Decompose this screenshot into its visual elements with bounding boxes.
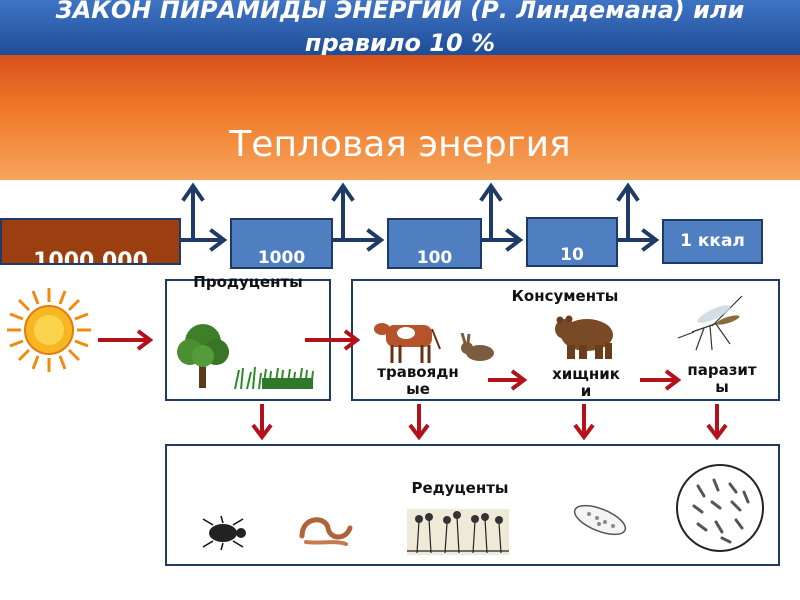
energy-box-5-label: 1 ккал xyxy=(680,231,745,251)
red-arrow-herbivores-predators xyxy=(488,369,528,391)
heat-arrow-up-4 xyxy=(616,182,640,242)
energy-box-2: 1000 ккал xyxy=(230,218,333,269)
flow-arrow-right-4 xyxy=(616,228,660,252)
heat-energy-label: Тепловая энергия xyxy=(229,124,571,165)
consumers-label: Консументы xyxy=(511,287,619,305)
red-arrow-down-2 xyxy=(408,404,430,441)
herbivores-label: травоядные xyxy=(377,364,459,398)
heat-energy-banner xyxy=(0,55,800,180)
red-arrow-sun-producers xyxy=(98,329,154,351)
title-bar: ЗАКОН ПИРАМИДЫ ЭНЕРГИИ (Р. Линдемана) ил… xyxy=(0,0,800,55)
red-arrow-predators-parasites xyxy=(640,369,682,391)
bear-icon xyxy=(555,315,613,359)
decomposers-label: Редуценты xyxy=(411,479,509,497)
tree-icon xyxy=(177,324,229,388)
energy-box-3-label: 100 ккал xyxy=(416,248,453,268)
rabbit-icon xyxy=(460,333,494,361)
beetle-icon xyxy=(202,515,246,551)
heat-arrow-up-3 xyxy=(479,182,503,242)
heat-arrow-up-1 xyxy=(181,182,205,242)
energy-box-1: 1000 000 ккал xyxy=(0,218,181,265)
protozoan-icon xyxy=(573,504,627,536)
energy-box-3: 100 ккал xyxy=(387,218,482,269)
producers-label: Продуценты xyxy=(193,274,303,291)
flow-arrow-right-2 xyxy=(331,228,385,252)
predators-label: хищники xyxy=(552,366,620,400)
earthworm-icon xyxy=(299,517,353,546)
energy-box-4-label: 10 ккал xyxy=(560,245,584,265)
grass-icon xyxy=(234,366,314,390)
energy-box-2-label: 1000 ккал xyxy=(257,248,306,268)
sun-icon xyxy=(7,288,91,372)
red-arrow-down-3 xyxy=(573,404,595,441)
cow-icon xyxy=(374,323,441,363)
flow-arrow-right-1 xyxy=(179,228,228,252)
mosquito-icon xyxy=(677,295,743,351)
red-arrow-down-4 xyxy=(706,404,728,441)
energy-box-1-label: 1000 000 ккал xyxy=(33,249,148,265)
flow-arrow-right-3 xyxy=(480,228,524,252)
parasites-label: паразиты xyxy=(687,362,757,396)
energy-box-5: 1 ккал xyxy=(662,219,763,264)
energy-box-4: 10 ккал xyxy=(526,217,618,267)
mold-fungi-icon xyxy=(407,509,509,555)
page-title: ЗАКОН ПИРАМИДЫ ЭНЕРГИИ (Р. Линдемана) ил… xyxy=(55,0,745,55)
bacteria-icon xyxy=(676,464,764,552)
heat-arrow-up-2 xyxy=(331,182,355,242)
red-arrow-producers-consumers xyxy=(305,329,361,351)
red-arrow-down-1 xyxy=(251,404,273,441)
